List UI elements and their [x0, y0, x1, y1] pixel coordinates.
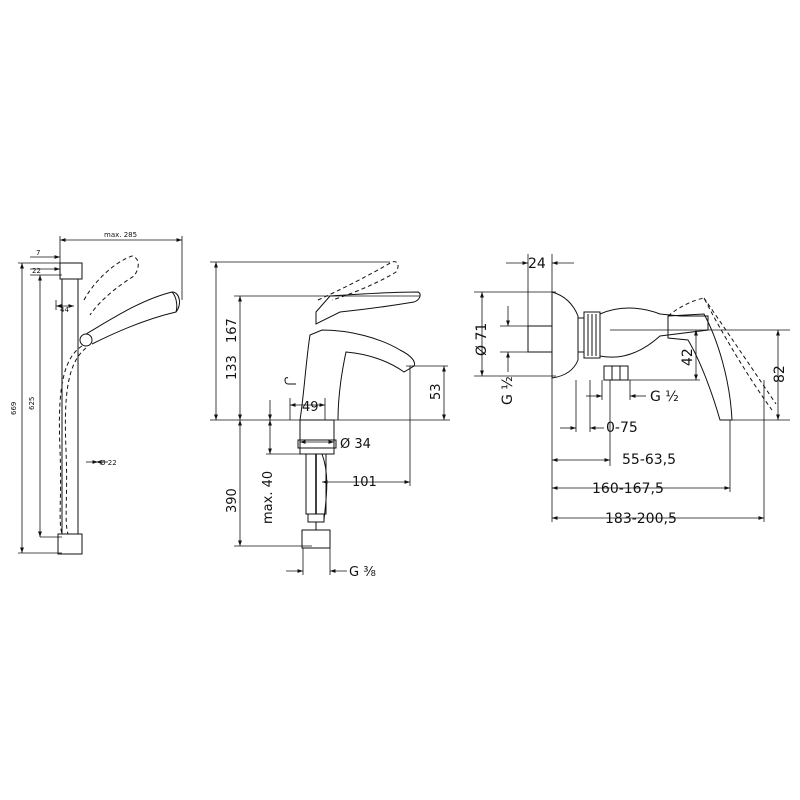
shower-bar-height-label: 625: [28, 397, 36, 410]
mixer-range-160-label: 160-167,5: [592, 481, 664, 497]
shower-offset-22-label: 22: [32, 267, 41, 275]
mixer-inlet-thread-label: G ½: [500, 376, 516, 405]
shower-bar-offset-label: 44: [60, 306, 69, 314]
mixer-range-55-label: 55-63,5: [622, 452, 676, 468]
mixer-cover-diameter-label: Ø 71: [474, 323, 490, 356]
shower-mixer-drawing: 24 Ø 71 G ½ 42 82 G ½ 0-75 55-63,5 160-1…: [474, 254, 790, 527]
mixer-range-183-label: 183-200,5: [605, 511, 677, 527]
basin-max-thickness-label: max. 40: [261, 471, 276, 524]
shower-hose-diameter-label: Ø 22: [100, 459, 117, 467]
shower-width-label: max. 285: [104, 231, 137, 239]
basin-projection-label: 101: [352, 475, 377, 490]
mixer-outlet-thread-label: G ½: [650, 389, 679, 405]
mixer-range-0-75-label: 0-75: [606, 420, 638, 436]
basin-shank-diameter-label: Ø 34: [340, 437, 371, 452]
basin-spout-height-label: 53: [429, 383, 444, 400]
basin-spout-width-label: 49: [302, 400, 319, 415]
basin-height-133-label: 133: [225, 355, 240, 380]
mixer-dim-42-label: 42: [680, 348, 696, 366]
shower-total-height-label: 669: [10, 402, 18, 415]
shower-set-drawing: max. 285 7 22 44 Ø 22 669 625: [10, 231, 183, 555]
shower-offset-7-label: 7: [36, 249, 40, 257]
mixer-dim-24-label: 24: [528, 256, 546, 272]
mixer-dim-82-label: 82: [772, 365, 788, 383]
basin-connection-label: G ⅜: [349, 565, 376, 580]
basin-height-167-label: 167: [225, 318, 240, 343]
basin-mixer-drawing: 167 133 49 53 Ø 34 max. 40 101 390 G ⅜: [210, 261, 450, 580]
basin-hose-length-label: 390: [225, 488, 240, 513]
